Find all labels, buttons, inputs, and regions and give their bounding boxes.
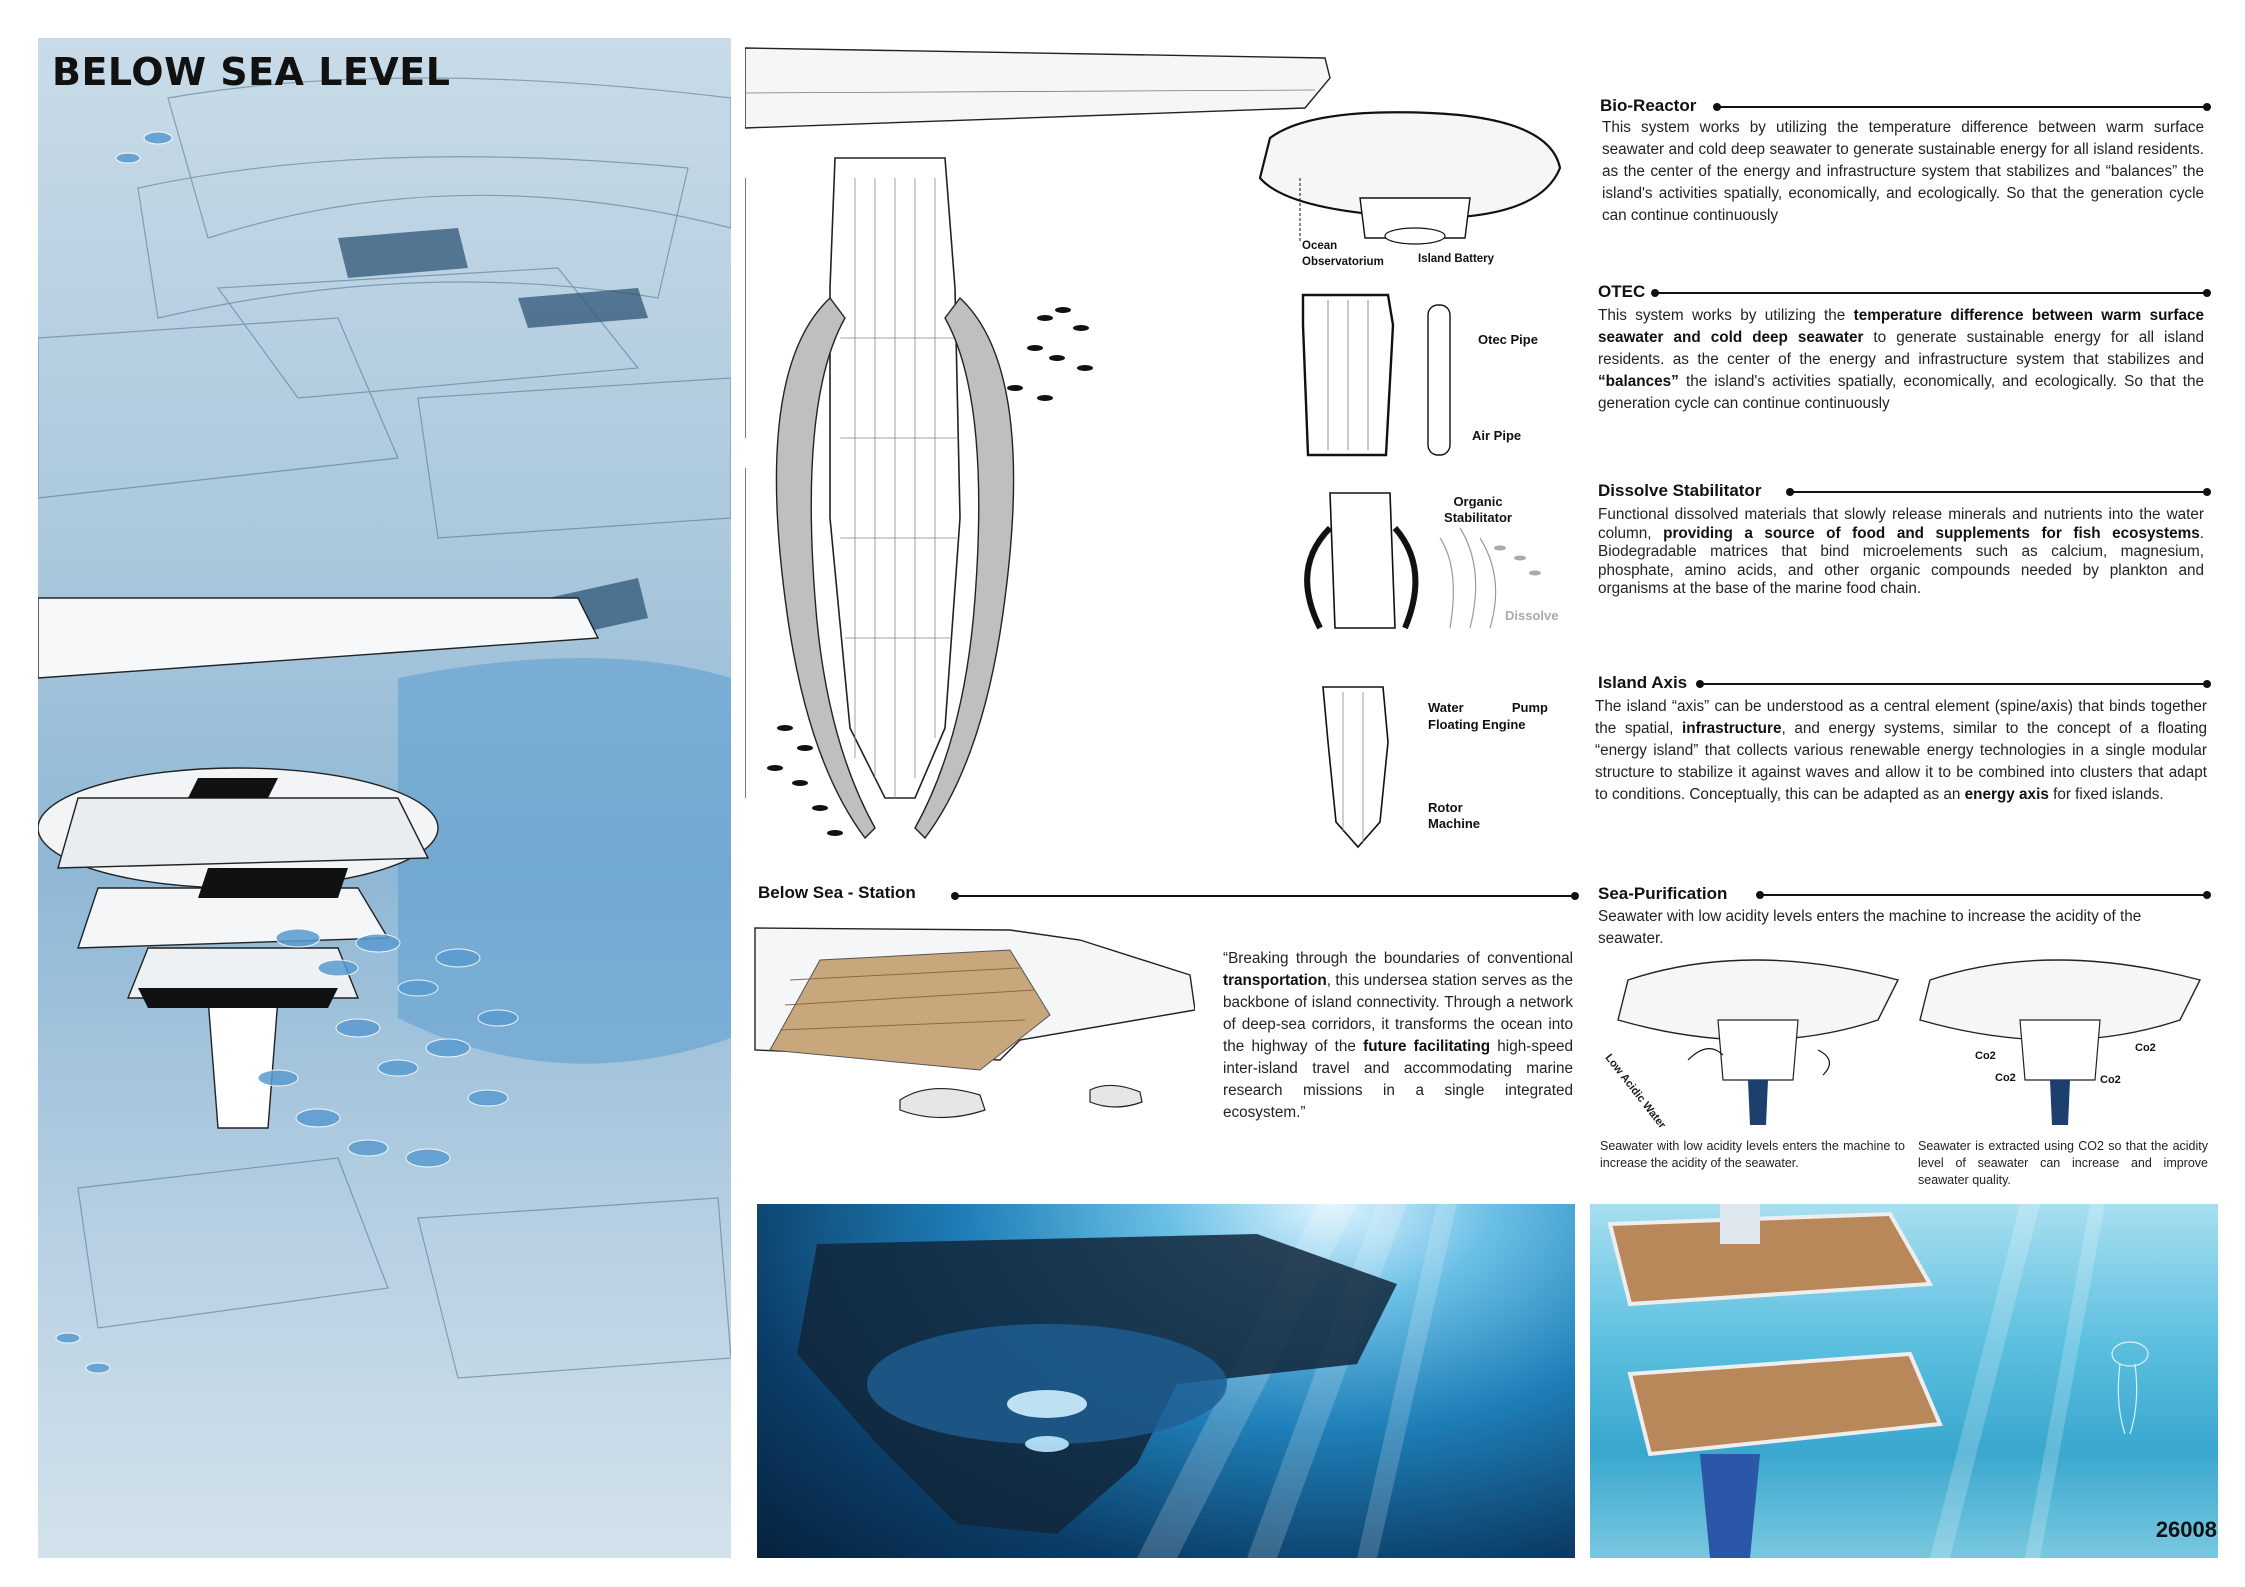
bio-reactor-title: Bio-Reactor bbox=[1600, 96, 1697, 115]
purification-diagram-left bbox=[1598, 950, 1908, 1130]
bio-reactor-diagram bbox=[1250, 108, 1570, 278]
dissolve-title: Dissolve Stabilitator bbox=[1598, 481, 1762, 500]
hero-drawing bbox=[38, 77, 731, 1379]
station-diagram bbox=[750, 920, 1195, 1155]
sea-purification-title: Sea-Purification bbox=[1598, 884, 1728, 903]
co2-label-2: Co2 bbox=[1995, 1072, 2016, 1084]
dissolve-text: Functional dissolved materials that slow… bbox=[1598, 506, 2205, 597]
floating-engine-label: Floating Engine bbox=[1428, 717, 1526, 732]
island-battery-label: Island Battery bbox=[1418, 253, 1495, 265]
purification-caption-left: Seawater with low acidity levels enters … bbox=[1600, 1139, 1905, 1170]
underwater-render-station bbox=[757, 1204, 1575, 1558]
otec-title: OTEC bbox=[1598, 282, 1646, 301]
purification-caption-right: Seawater is extracted using CO2 so that … bbox=[1918, 1139, 2208, 1187]
co2-label-4: Co2 bbox=[2135, 1042, 2156, 1054]
otec-rule bbox=[1651, 289, 2211, 297]
rotor-machine-label: Rotor Machine bbox=[1428, 800, 1481, 831]
dissolve-label: Dissolve bbox=[1505, 608, 1559, 623]
otec-text: This system works by utilizing the tempe… bbox=[1598, 307, 2204, 412]
organic-stabilitator-label: Organic Stabilitator bbox=[1444, 494, 1512, 525]
island-axis-rule bbox=[1696, 680, 2211, 688]
station-quote: “Breaking through the boundaries of conv… bbox=[1223, 950, 1573, 1121]
hero-illustration: BELOW SEA LEVEL bbox=[38, 38, 731, 1558]
bio-reactor-text: This system works by utilizing the tempe… bbox=[1602, 119, 2204, 224]
sea-purification-text: Seawater with low acidity levels enters … bbox=[1598, 908, 2142, 947]
hero-title: BELOW SEA LEVEL bbox=[52, 50, 451, 94]
island-axis-title: Island Axis bbox=[1598, 673, 1688, 692]
water-pump-label: Water Pump bbox=[1428, 700, 1548, 715]
station-rule bbox=[951, 892, 1579, 900]
air-pipe-label: Air Pipe bbox=[1472, 428, 1522, 443]
entry-id: 26008 bbox=[2155, 1517, 2217, 1542]
underwater-render-platform bbox=[1590, 1204, 2218, 1558]
island-axis-drawing bbox=[745, 38, 1335, 858]
dissolve-rule bbox=[1786, 488, 2211, 496]
co2-label-1: Co2 bbox=[1975, 1050, 1996, 1062]
island-axis-text: The island “axis” can be understood as a… bbox=[1595, 698, 2208, 803]
dissolve-stabilitator-diagram bbox=[1290, 488, 1570, 638]
station-title: Below Sea - Station bbox=[758, 883, 916, 902]
sea-purification-rule bbox=[1756, 891, 2211, 899]
ocean-observatorium-label: Ocean Observatorium bbox=[1302, 240, 1384, 268]
island-axis-small-diagram bbox=[1318, 682, 1398, 852]
co2-label-3: Co2 bbox=[2100, 1074, 2121, 1086]
bio-reactor-rule bbox=[1713, 103, 2211, 111]
otec-diagram bbox=[1298, 285, 1458, 465]
otec-pipe-label: Otec Pipe bbox=[1478, 332, 1538, 347]
purification-diagram-right bbox=[1910, 950, 2210, 1130]
